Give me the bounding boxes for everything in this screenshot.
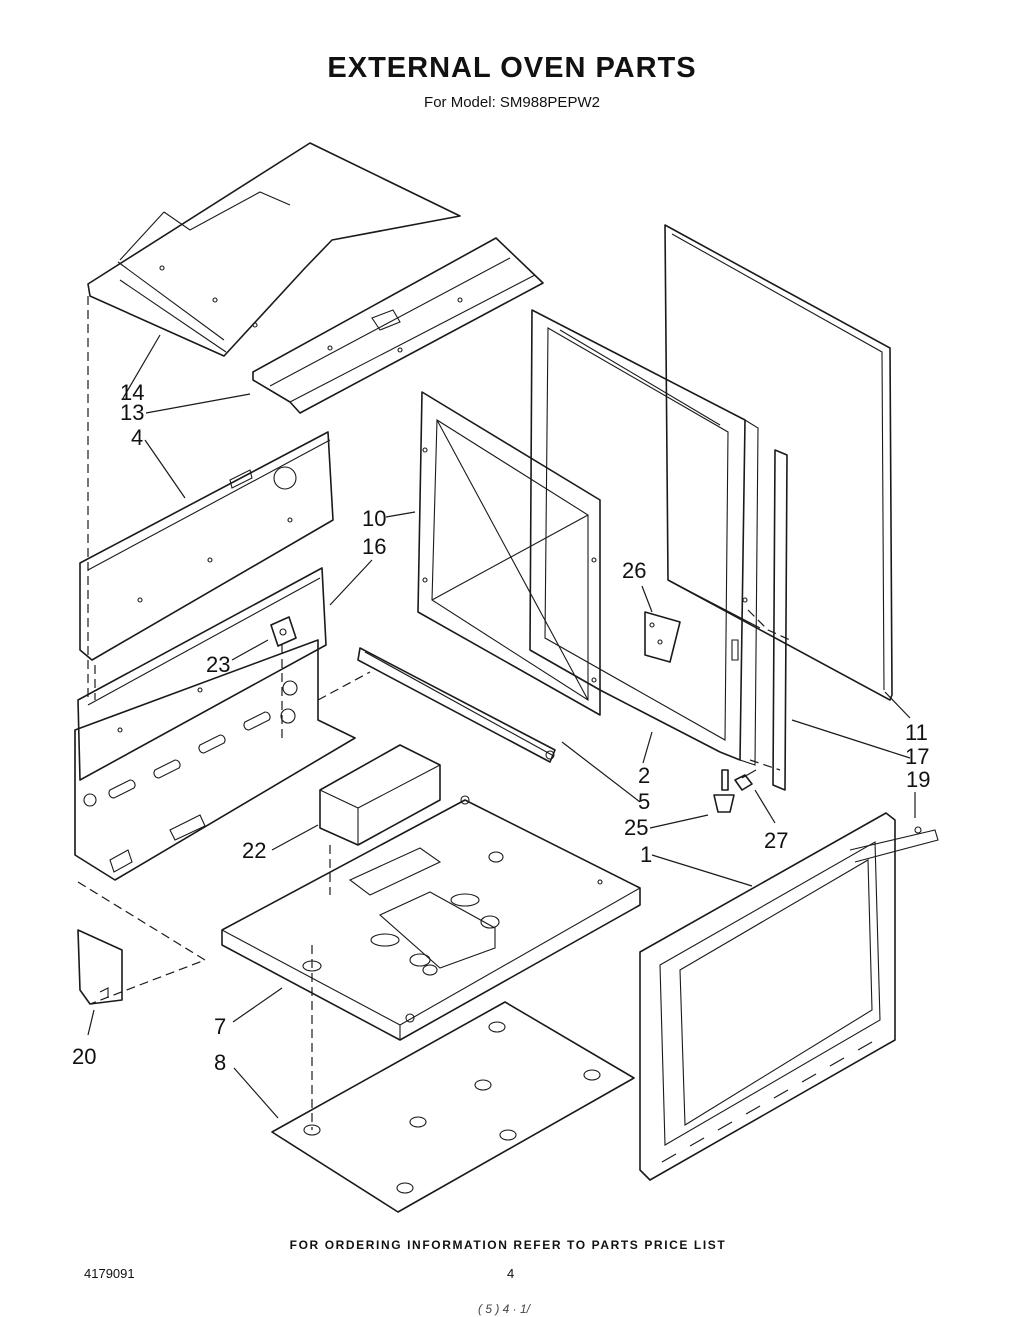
bottom-panel: [271, 1001, 635, 1213]
callout-labels: 14 13 4 10 16 26 23 11 17 2 19 5 25 27 2…: [72, 380, 930, 1075]
upper-rear-panel: [79, 431, 334, 661]
callout-19: 19: [906, 767, 930, 792]
callout-22: 22: [242, 838, 266, 863]
model-subtitle: For Model: SM988PEPW2: [424, 94, 600, 111]
element-cover-box: [319, 744, 441, 846]
top-rear-channel: [252, 237, 544, 414]
top-cover-panel: [87, 142, 461, 357]
inner-window-panel: [417, 391, 601, 716]
callout-5: 5: [638, 789, 650, 814]
lower-side-frame: [74, 639, 356, 881]
callout-11: 11: [905, 720, 928, 745]
ordering-note: FOR ORDERING INFORMATION REFER TO PARTS …: [289, 1238, 727, 1252]
callout-26: 26: [622, 558, 646, 583]
callout-23: 23: [206, 652, 230, 677]
callout-7: 7: [214, 1014, 226, 1039]
callout-4: 4: [131, 425, 143, 450]
bottom-tray: [221, 795, 641, 1041]
page-number: 4: [507, 1266, 515, 1281]
callout-16: 16: [362, 534, 386, 559]
door-outer-frame: [529, 309, 759, 766]
hinge-plate: [644, 611, 681, 663]
callout-25: 25: [624, 815, 648, 840]
oven-front-frame: [639, 812, 939, 1181]
angle-bracket: [77, 929, 123, 1005]
lower-rear-panel: [77, 567, 327, 781]
callout-1: 1: [640, 842, 652, 867]
callout-20: 20: [72, 1044, 96, 1069]
leveling-leg: [713, 769, 735, 813]
callout-2: 2: [638, 763, 650, 788]
callout-14: 14: [120, 380, 144, 405]
handwritten-note: ( 5 ) 4 · 1/: [478, 1302, 531, 1316]
diagram-title: EXTERNAL OVEN PARTS: [327, 52, 697, 84]
door-back-panel: [664, 224, 893, 701]
door-clip: [734, 769, 757, 791]
callout-10: 10: [362, 506, 386, 531]
callout-8: 8: [214, 1050, 226, 1075]
leader-lines: [87, 334, 916, 1119]
assembly-dashed-lines: [77, 296, 791, 1130]
door-side-trim: [772, 449, 788, 791]
door-bottom-rail: [357, 647, 556, 763]
callout-13: 13: [120, 400, 144, 425]
document-number: 4179091: [84, 1266, 135, 1281]
callout-27: 27: [764, 828, 788, 853]
small-bracket: [270, 616, 297, 647]
callout-17: 17: [905, 744, 929, 769]
